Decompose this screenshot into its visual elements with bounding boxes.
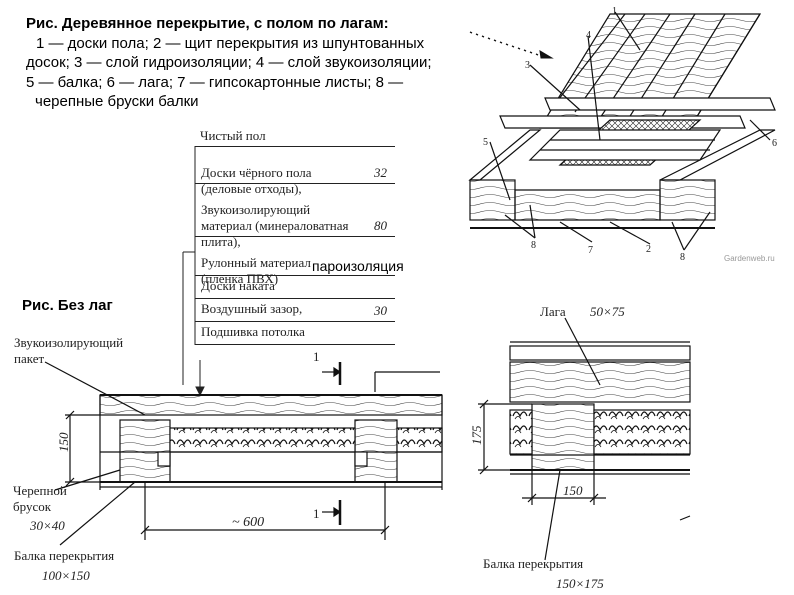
- iso-callout-8b: 8: [680, 252, 685, 263]
- layer-label: Доски чёрного пола (деловые отходы),: [201, 165, 312, 196]
- layer-value: 32: [374, 165, 387, 180]
- beam-size-right: 150×175: [556, 576, 604, 591]
- layer-label: Доски наката: [201, 278, 275, 293]
- layer-label: Звукоизолирующий материал (минераловатна…: [201, 202, 349, 249]
- layer-row: Доски наката: [195, 276, 395, 299]
- clean-floor-label: Чистый пол: [200, 128, 266, 143]
- sound-pack-label: Звукоизолирующий пакет: [14, 335, 124, 366]
- section-mark-bottom: 1: [313, 506, 320, 521]
- width-dim-right: 150: [563, 483, 583, 498]
- iso-callout-4: 4: [586, 30, 591, 41]
- no-joists-title: Рис. Без лаг: [22, 297, 113, 314]
- iso-callout-8a: 8: [531, 240, 536, 251]
- beam-label-left: Балка перекрытия: [14, 548, 115, 563]
- iso-callout-5: 5: [483, 137, 488, 148]
- caption-line: досок; 3 — слой гидроизоляции; 4 — слой …: [26, 54, 432, 71]
- watermark: Gardenweb.ru: [724, 254, 775, 263]
- layer-value: 80: [374, 218, 387, 233]
- caption-title: Рис. Деревянное перекрытие, с полом по л…: [26, 15, 389, 32]
- no-joists-section: [44, 361, 443, 546]
- iso-floor-drawing: [468, 11, 776, 251]
- layer-row: Воздушный зазор, 30: [195, 299, 395, 322]
- beam-label-right: Балка перекрытия: [483, 556, 584, 571]
- caption-line: 1 — доски пола; 2 — щит перекрытия из шп…: [36, 34, 425, 52]
- stack-leaders: [182, 146, 205, 397]
- section-mark-top: 1: [313, 349, 320, 364]
- layer-stack: Доски чёрного пола (деловые отходы), 32 …: [195, 146, 395, 345]
- iso-callout-6: 6: [772, 138, 777, 149]
- vapor-barrier-note: пароизоляция: [312, 258, 404, 274]
- iso-callout-2: 2: [646, 244, 651, 255]
- with-joists-section: [478, 317, 691, 561]
- layer-row: Звукоизолирующий материал (минераловатна…: [195, 184, 395, 249]
- iso-callout-7: 7: [588, 245, 593, 256]
- layer-row: Доски чёрного пола (деловые отходы), 32: [195, 146, 395, 196]
- layer-label: Подшивка потолка: [201, 324, 305, 339]
- cranial-bar-size: 30×40: [30, 518, 65, 533]
- layer-label: Рулонный материал (пленка ПВХ): [201, 255, 311, 286]
- span-dim: ~ 600: [232, 515, 265, 530]
- caption-line: черепные бруски балки: [35, 93, 199, 110]
- joist-size: 50×75: [590, 304, 625, 319]
- layer-label: Воздушный зазор,: [201, 301, 303, 316]
- caption-arrow: [469, 31, 554, 59]
- layer-row: Рулонный материал (пленка ПВХ): [195, 237, 395, 286]
- beam-size-left: 100×150: [42, 568, 90, 583]
- layer-value: 30: [374, 303, 387, 318]
- joist-label: Лага: [540, 304, 566, 319]
- iso-callout-3: 3: [525, 60, 530, 71]
- figure-caption: Рис. Деревянное перекрытие, с полом по л…: [26, 14, 506, 112]
- iso-callout-1: 1: [612, 6, 617, 17]
- layer-row: Подшивка потолка: [195, 322, 395, 345]
- caption-line: 5 — балка; 6 — лага; 7 — гипсокартонные …: [26, 73, 404, 91]
- cranial-bar-label: Черепной брусок: [13, 483, 67, 514]
